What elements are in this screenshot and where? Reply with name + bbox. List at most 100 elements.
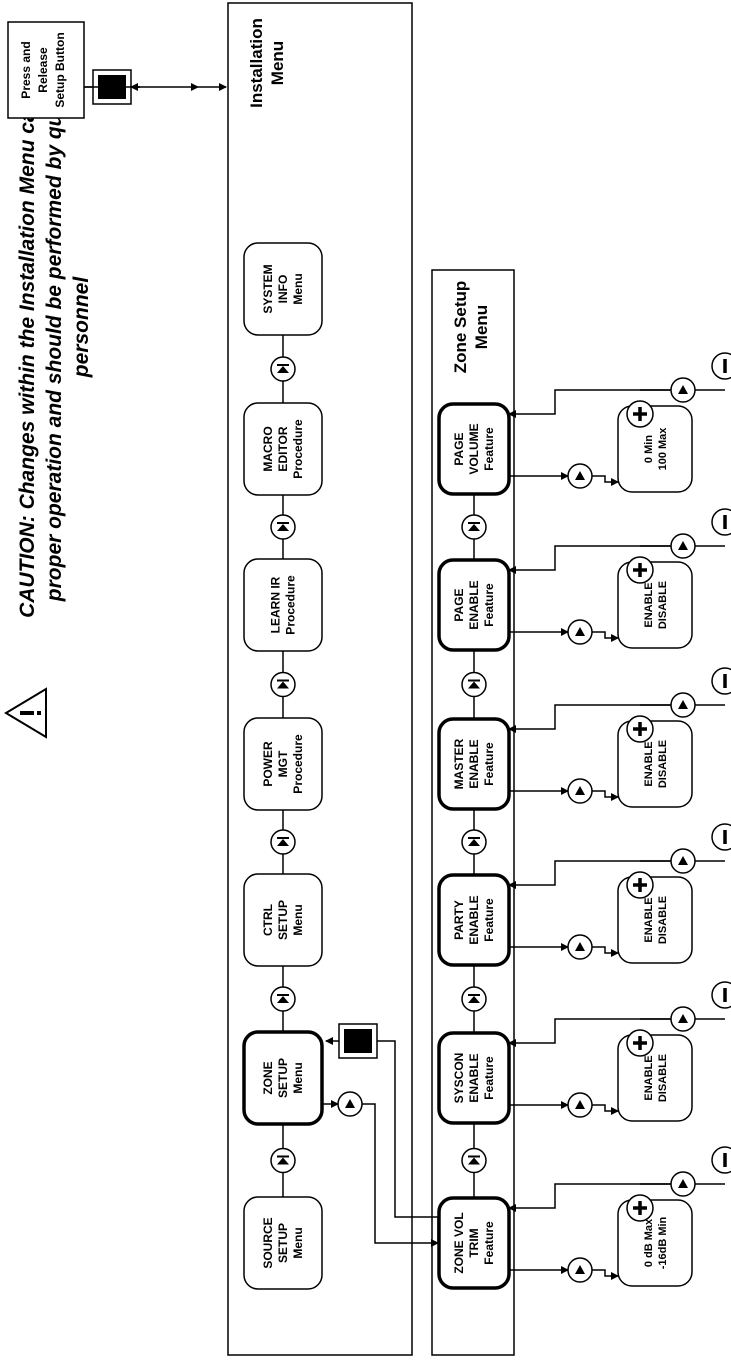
feature-label-line-1: PAGE [452,588,466,621]
up-arrow-glyph [575,471,585,480]
minus-button-icon[interactable] [711,1146,731,1174]
installation-menu-title-2: Menu [268,41,287,85]
up-arrow-button-icon[interactable] [337,1091,363,1117]
menu-item-label-line-3: Menu [291,1227,305,1258]
value-label-line-2: 100 Max [657,427,669,471]
up-arrow-button-icon[interactable] [670,1006,696,1032]
caution-line-1: CAUTION: Changes within the Installation… [16,35,39,618]
up-arrow-button-icon[interactable] [567,934,593,960]
up-arrow-button-icon[interactable] [567,1092,593,1118]
menu-item-label-line-1: ZONE [261,1061,275,1094]
installation-menu-title-1: Installation [247,18,266,108]
menu-item-label-line-1: LEARN IR [269,576,283,633]
up-arrow-button-icon[interactable] [670,377,696,403]
lcd-display-icon [338,1023,378,1059]
plus-button-icon[interactable] [626,556,654,584]
next-button-icon[interactable] [461,1147,487,1174]
next-glyph [277,839,289,846]
up-arrow-button-icon[interactable] [670,533,696,559]
setup-button-line-1: Press and [19,41,33,98]
next-button-icon[interactable] [461,829,487,855]
to-value-line [592,631,619,642]
menu-item-label-line-2: SETUP [276,1223,290,1263]
feature-label-line-3: Feature [482,898,496,942]
return-line [508,860,671,889]
next-button-icon[interactable] [270,829,296,855]
up-arrow-glyph [678,700,688,709]
next-glyph [277,681,289,689]
caution-line-2: proper operation and should be performed… [43,52,66,603]
minus-button-icon[interactable] [711,508,731,536]
up-arrow-button-icon[interactable] [567,778,593,804]
up-arrow-glyph [678,1179,688,1188]
plus-button-icon[interactable] [626,1194,654,1222]
plus-button-icon[interactable] [626,871,654,899]
next-button-icon[interactable] [461,986,487,1012]
menu-item-label-line-3: Menu [291,1062,305,1093]
up-arrow-button-icon[interactable] [567,463,593,489]
next-button-icon[interactable] [461,671,487,698]
next-glyph [277,524,289,531]
zone-setup-menu-title-2: Menu [472,305,491,349]
plus-button-icon[interactable] [626,400,654,428]
plus-button-icon[interactable] [626,1029,654,1057]
up-arrow-button-icon[interactable] [670,692,696,718]
next-button-icon[interactable] [270,1147,296,1174]
menu-item-label-line-1: SOURCE [261,1217,275,1268]
next-button-icon[interactable] [270,986,296,1012]
up-arrow-glyph [575,942,585,951]
feature-label-line-2: TRIM [467,1228,481,1257]
next-button-icon[interactable] [270,514,296,540]
next-button-icon[interactable] [461,514,487,540]
next-button-icon[interactable] [270,356,296,382]
up-arrow-button-icon[interactable] [567,619,593,645]
minus-circle [711,823,731,851]
menu-item-label-line-1: SYSTEM [261,264,275,313]
caution-line-3: personnel [70,276,93,379]
next-button-icon[interactable] [270,671,296,698]
value-label-line-2: -16dB Min [657,1216,669,1269]
setup-button-line-2: Release [36,47,50,93]
menu-item-label-line-2: EDITOR [276,426,290,471]
minus-button-icon[interactable] [711,667,731,695]
value-box [617,405,693,493]
setup-button-box[interactable]: Press and Release Setup Button [7,21,85,119]
menu-item-label-line-1: MACRO [261,426,275,471]
feature-label-line-1: PAGE [452,432,466,465]
up-arrow-button-icon[interactable] [567,1257,593,1283]
to-value-line [592,946,619,957]
menu-item-label-line-3: Procedure [291,734,305,794]
return-line [508,389,671,418]
up-to-zone-vol-line [362,1103,439,1247]
value-label-line-1: 0 dB Max [643,1218,655,1267]
minus-button-icon[interactable] [711,352,731,380]
menu-item-label-line-3: Menu [291,273,305,304]
minus-button-icon[interactable] [711,981,731,1009]
minus-button-icon[interactable] [711,823,731,851]
next-glyph [468,839,480,846]
feature-label-line-3: Feature [482,583,496,627]
plus-button-icon[interactable] [626,715,654,743]
value-label-line-1: 0 Min [643,435,655,463]
up-arrow-glyph [575,786,585,795]
value-label-line-1: ENABLE [643,1055,655,1100]
up-arrow-button-icon[interactable] [670,1171,696,1197]
up-arrow-button-icon[interactable] [670,848,696,874]
zone-back-line [377,1040,439,1243]
